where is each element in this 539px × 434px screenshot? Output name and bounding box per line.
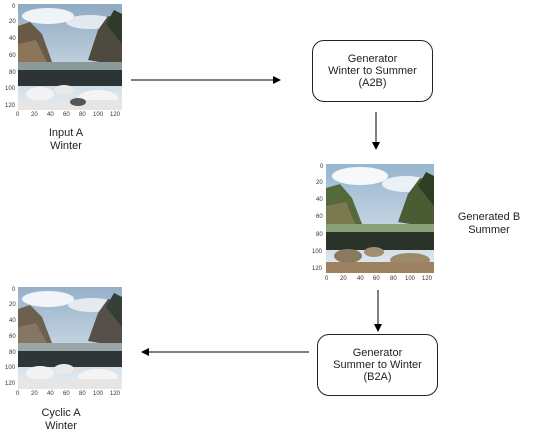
x-tick-label: 60: [63, 112, 70, 118]
cyclic-a-image: [18, 287, 122, 389]
box-line: Generator: [347, 53, 398, 65]
box-line: (A2B): [358, 77, 387, 89]
x-tick-label: 20: [31, 391, 38, 397]
generator-b2a-box: Generator Summer to Winter (B2A): [317, 334, 438, 396]
generated-b-image: [326, 164, 434, 273]
y-tick-label: 20: [9, 302, 16, 308]
x-tick-label: 120: [422, 276, 433, 282]
y-tick-label: 80: [9, 70, 16, 76]
x-tick-label: 40: [47, 112, 54, 118]
x-tick-label: 0: [16, 391, 20, 397]
x-tick-label: 80: [79, 391, 86, 397]
y-tick-label: 20: [316, 180, 323, 186]
cyclic-a-caption: Cyclic A Winter: [21, 407, 101, 433]
input-a-image: [18, 4, 122, 110]
x-tick-label: 20: [340, 276, 347, 282]
box-line: Summer to Winter: [333, 359, 422, 371]
y-tick-label: 0: [320, 164, 324, 170]
y-tick-label: 40: [9, 36, 16, 42]
caption-line: Winter: [50, 140, 82, 152]
input-a-panel: 0 20 40 60 80 100 120 0 20 40 60 80 100 …: [4, 4, 126, 124]
y-tick-label: 0: [12, 4, 16, 10]
y-tick-label: 60: [316, 214, 323, 220]
y-tick-label: 60: [9, 53, 16, 59]
generated-b-panel: 0 20 40 60 80 100 120 0 20 40 60 80 100 …: [311, 162, 437, 286]
x-tick-label: 40: [357, 276, 364, 282]
x-tick-label: 80: [390, 276, 397, 282]
y-tick-label: 80: [9, 350, 16, 356]
y-tick-label: 100: [5, 365, 16, 371]
y-tick-label: 80: [316, 232, 323, 238]
x-tick-label: 100: [405, 276, 416, 282]
x-tick-label: 100: [93, 112, 104, 118]
x-tick-label: 60: [63, 391, 70, 397]
caption-line: Winter: [45, 420, 77, 432]
caption-line: Generated B: [457, 211, 521, 223]
x-tick-label: 0: [16, 112, 20, 118]
x-tick-label: 80: [79, 112, 86, 118]
x-tick-label: 120: [110, 391, 121, 397]
x-tick-label: 100: [93, 391, 104, 397]
y-tick-label: 120: [5, 103, 16, 109]
box-line: Winter to Summer: [328, 65, 417, 77]
generated-b-caption: Generated B Summer: [446, 211, 532, 237]
x-tick-label: 20: [31, 112, 38, 118]
generator-a2b-box: Generator Winter to Summer (A2B): [312, 40, 433, 102]
caption-line: Cyclic A: [41, 407, 81, 419]
y-tick-label: 120: [5, 381, 16, 387]
input-a-caption: Input A Winter: [26, 127, 106, 153]
box-line: (B2A): [363, 371, 392, 383]
y-tick-label: 0: [12, 287, 16, 293]
y-tick-label: 40: [9, 318, 16, 324]
y-tick-label: 100: [312, 249, 323, 255]
x-tick-label: 0: [325, 276, 329, 282]
x-tick-label: 120: [110, 112, 121, 118]
cyclic-a-panel: 0 20 40 60 80 100 120 0 20 40 60 80 100 …: [4, 287, 126, 403]
caption-line: Input A: [48, 127, 84, 139]
caption-line: Summer: [468, 224, 510, 236]
y-tick-label: 120: [312, 266, 323, 272]
x-tick-label: 40: [47, 391, 54, 397]
y-tick-label: 100: [5, 86, 16, 92]
y-tick-label: 20: [9, 19, 16, 25]
y-tick-label: 60: [9, 334, 16, 340]
box-line: Generator: [352, 347, 403, 359]
x-tick-label: 60: [373, 276, 380, 282]
y-tick-label: 40: [316, 197, 323, 203]
